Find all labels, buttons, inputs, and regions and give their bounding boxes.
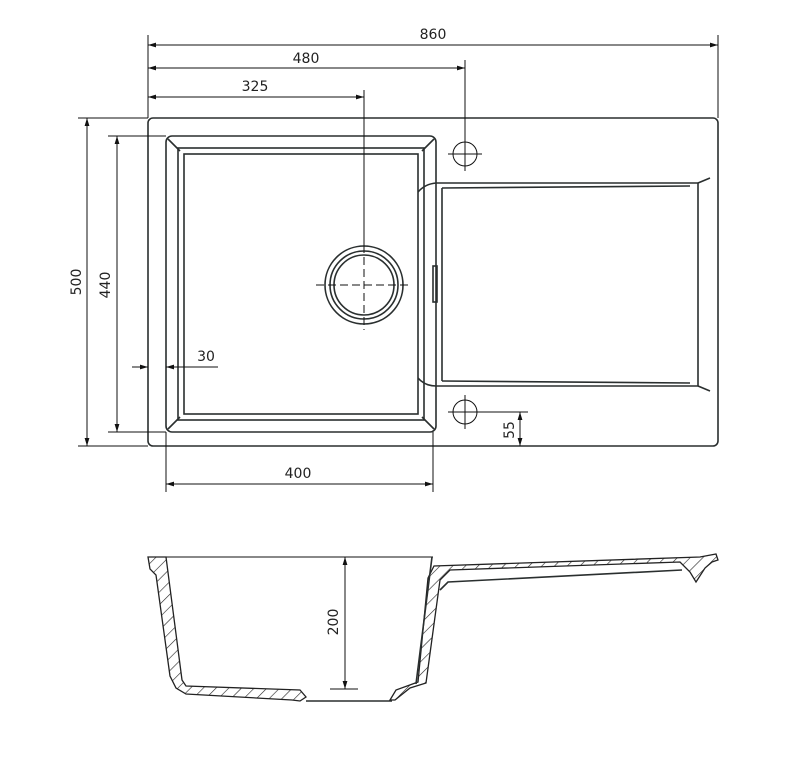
section-drainboard-underside [439,569,683,591]
bowl-floor [183,153,419,415]
dimension-labels: 860 480 325 500 440 30 400 55 200 [69,27,518,635]
bowl-corner-chamfers [167,138,435,430]
dim-bowl-height: 200 [326,609,342,636]
dimension-lines [78,35,719,690]
bowl-inner-rim [177,147,425,421]
section-view [147,553,719,702]
dim-overall-width: 860 [420,27,447,43]
dim-drain-offset: 325 [242,79,269,95]
dim-tap-hole-edge: 55 [502,421,518,439]
dim-rim-width: 30 [197,349,215,365]
tap-hole-top [448,137,482,171]
dim-bowl-depth: 440 [98,272,114,299]
section-left-wall [147,556,307,702]
bowl-outer-rim [165,135,437,433]
dim-tap-hole-offset: 480 [293,51,320,67]
dim-overall-depth: 500 [69,269,85,296]
section-right-wall [388,553,719,701]
dim-bowl-width: 400 [285,466,312,482]
overflow-slot [432,265,438,303]
section-bowl-inner-line [415,556,433,685]
drainboard [417,177,711,392]
top-view [147,117,719,447]
drain-outlet [316,245,412,330]
